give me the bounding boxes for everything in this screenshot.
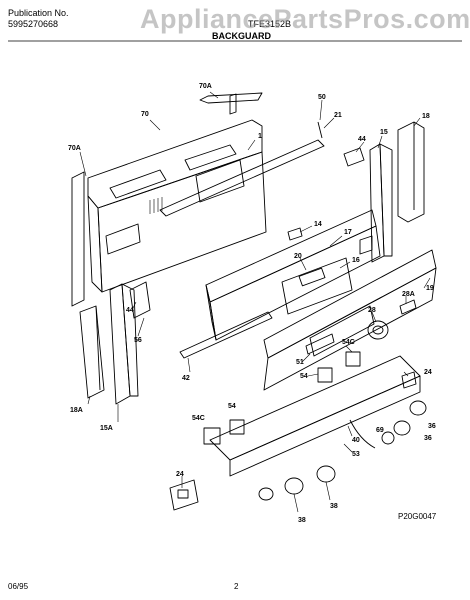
diagram-code: P20G0047 <box>398 512 437 521</box>
callout-36-a: 36 <box>428 423 436 430</box>
part-switch-54-left <box>229 419 245 435</box>
callout-38-a: 38 <box>298 517 306 524</box>
callout-40: 40 <box>352 437 360 444</box>
callout-24-right: 24 <box>424 369 432 376</box>
footer-date: 06/95 <box>8 582 29 591</box>
part-end-bracket-left <box>109 283 139 405</box>
callout-21: 21 <box>334 112 342 119</box>
part-switch-54C-right <box>345 351 361 367</box>
callout-15: 15 <box>380 129 388 136</box>
publication-label: Publication No. <box>8 8 69 18</box>
callout-70: 70 <box>141 111 149 118</box>
part-display-window <box>305 333 335 355</box>
callout-54C-left: 54C <box>192 415 205 422</box>
part-knob-38-b <box>316 465 336 483</box>
part-clip-14 <box>287 227 303 241</box>
part-screw-28A <box>399 299 417 315</box>
callout-19: 19 <box>426 285 434 292</box>
model-number: TFE3152B <box>248 19 292 29</box>
part-knob-38-a <box>284 477 304 495</box>
callout-38-b: 38 <box>330 503 338 510</box>
watermark: AppliancePartsPros.com <box>140 4 470 34</box>
callout-14: 14 <box>314 221 322 228</box>
part-top-trim <box>159 121 325 217</box>
callout-70A-top: 70A <box>199 83 212 90</box>
callout-18A: 18A <box>70 407 83 414</box>
callout-54C-right: 54C <box>342 339 355 346</box>
part-vent-bracket-top <box>199 92 263 115</box>
callout-70A-left: 70A <box>68 145 81 152</box>
callout-69: 69 <box>376 427 384 434</box>
part-backguard-panel <box>87 119 267 293</box>
callout-20: 20 <box>294 253 302 260</box>
section-title: BACKGUARD <box>212 31 271 41</box>
callout-50: 50 <box>318 94 326 101</box>
callout-51: 51 <box>296 359 304 366</box>
part-wire-40 <box>349 419 376 449</box>
leader-lines <box>79 91 431 513</box>
part-bracket-44-top <box>343 147 365 167</box>
callout-17: 17 <box>344 229 352 236</box>
part-clip-69 <box>381 431 395 445</box>
part-control-face <box>263 249 437 391</box>
callout-56: 56 <box>134 337 142 344</box>
part-end-cap-right <box>397 121 425 223</box>
part-control-board <box>205 209 381 341</box>
part-knob-bottom-extra <box>258 487 274 501</box>
callout-44-left: 44 <box>126 307 134 314</box>
part-connector-24-bottom <box>169 479 199 511</box>
callout-54-mid: 54 <box>300 373 308 380</box>
callout-36-b: 36 <box>424 435 432 442</box>
part-switch-54C-left <box>203 427 221 445</box>
part-end-cap-left <box>79 305 105 399</box>
callout-44-top: 44 <box>358 136 366 143</box>
part-knob-28 <box>367 320 389 340</box>
callout-28: 28 <box>368 307 376 314</box>
part-switch-54-mid <box>317 367 333 383</box>
callout-24-bottom: 24 <box>176 471 184 478</box>
part-end-bracket-right <box>369 143 393 263</box>
callout-53: 53 <box>352 451 360 458</box>
callout-16: 16 <box>352 257 360 264</box>
footer-page: 2 <box>234 582 239 591</box>
part-side-strip-left <box>71 171 85 307</box>
publication-number: 5995270668 <box>8 19 59 29</box>
callout-18: 18 <box>422 113 430 120</box>
callout-54-left: 54 <box>228 403 236 410</box>
part-knob-36-a <box>409 400 427 416</box>
callout-15A: 15A <box>100 425 113 432</box>
part-overlay-16 <box>359 235 373 255</box>
part-knob-36-b <box>393 420 411 436</box>
part-clock-timer <box>281 257 353 315</box>
part-connector-24-right <box>401 371 417 389</box>
part-mount-bracket <box>209 355 421 477</box>
callout-1: 1 <box>258 133 262 140</box>
part-trim-42 <box>179 311 273 359</box>
callout-28A: 28A <box>402 291 415 298</box>
callout-42: 42 <box>182 375 190 382</box>
